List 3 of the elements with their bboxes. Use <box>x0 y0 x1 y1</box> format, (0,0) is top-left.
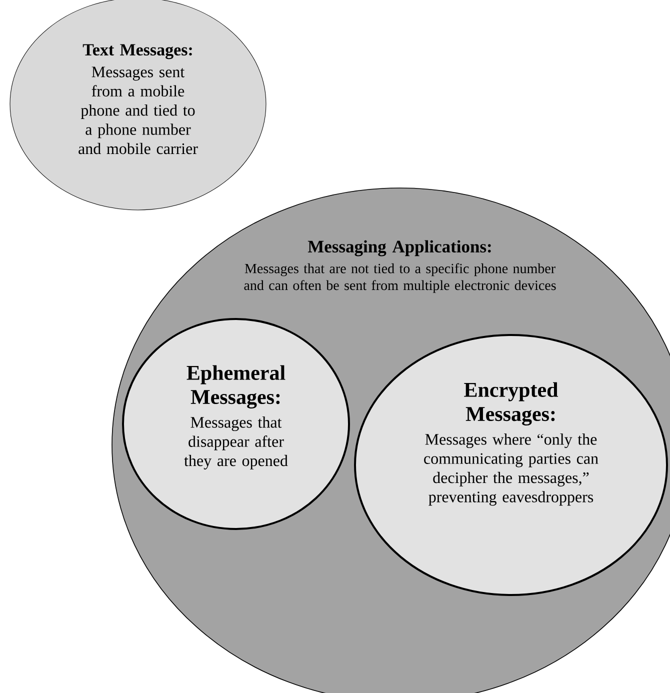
oval-region: Encrypted Messages: Messages where “only the communicating parties can decipher the messages,” preventing eavesdroppers <box>354 334 668 596</box>
oval-region: Ephemeral Messages: Messages that disappear after they are opened <box>122 318 350 530</box>
oval-region: Text Messages: Messages sent from a mobile phone and tied to a phone number and mobile carrier <box>10 0 266 210</box>
